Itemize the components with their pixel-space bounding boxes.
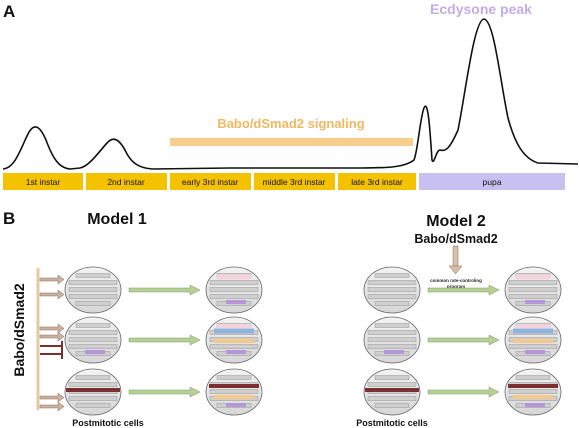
model1-source-cell-row2-chromatin-bar [68, 344, 118, 349]
model2-source-cell-row3-chromatin-bar [374, 403, 410, 408]
model1-target-cell-row1-mark-1 [217, 274, 251, 280]
model2-target-cell-row2-mark-3 [513, 339, 553, 343]
model2-source-cell-row1-chromatin-bar [374, 273, 410, 278]
model1-progression-arrow-row2 [128, 334, 201, 346]
model1-source-cell-row3-chromatin-bar [75, 403, 111, 408]
model1-target-cell-row3-chromatin-bar [216, 375, 252, 380]
stage-label-1: 1st instar [26, 177, 61, 187]
signaling-label: Babo/dSmad2 signaling [217, 116, 364, 131]
model1-inhibition-marks [40, 341, 63, 359]
model2-title: Model 2 [426, 213, 486, 230]
panel-b-letter: B [3, 209, 15, 228]
stage-bar-5 [338, 173, 416, 190]
model2-target-cell-row2-chromatin-bar [508, 344, 558, 349]
model2-target-cell-row3-chromatin-bar [515, 375, 551, 380]
model2-target-cell-row1-chromatin-bar [508, 294, 558, 299]
model1-target-cell-row1-mark-2 [226, 300, 246, 304]
model1-source-cell-row3-mark-1 [66, 388, 120, 392]
model1-target-cell-row2-mark-4 [226, 350, 246, 354]
stage-bar-4 [254, 173, 335, 190]
model2-target-cell-row2-mark-2 [513, 328, 553, 334]
model1-caption: Postmitotic cells [72, 418, 144, 428]
model2-target-cell-row2-mark-1 [516, 324, 550, 328]
stage-bar-pupa [419, 173, 565, 190]
stage-label-pupa: pupa [483, 177, 502, 187]
model2-target-cell-row2-mark-4 [525, 350, 545, 354]
model2-target-cell-row3-chromatin-bar [508, 389, 558, 394]
model2-progression-arrow-row3 [427, 386, 500, 398]
model1-source-cell-row1-chromatin-bar [68, 280, 118, 285]
model2-source-cell-row2-chromatin-bar [367, 337, 417, 342]
panel-a-letter: A [3, 2, 15, 21]
model1-target-cell-row1-chromatin-bar [209, 294, 259, 299]
model2-source-cell-row3-mark-1 [365, 388, 419, 392]
model1-source-cell-row3-chromatin-bar [75, 375, 111, 380]
model2-target-cell-row1-chromatin-bar [508, 280, 558, 285]
model1-target-cell-row2-mark-1 [217, 324, 251, 328]
stage-bars: 1st instar 2nd instar early 3rd instar m… [3, 173, 565, 190]
model1-target-cell-row3-chromatin-bar [209, 389, 259, 394]
model1-source-cell-row2-chromatin-bar [75, 323, 111, 328]
model1-target-cell-row2-chromatin-bar [209, 344, 259, 349]
model2-subtitle: Babo/dSmad2 [414, 232, 497, 246]
model1-target-cell-row2-mark-3 [214, 339, 254, 343]
model2-target-cell-row3-mark-3 [525, 403, 545, 407]
model1-source-cell-row3-chromatin-bar [68, 396, 118, 401]
model2-source-cell-row2-chromatin-bar [374, 323, 410, 328]
model1-source-cell-row2-chromatin-bar [68, 337, 118, 342]
model2-source-cell-row2-chromatin-bar [367, 330, 417, 335]
model2-source-cell-row1-chromatin-bar [367, 287, 417, 292]
model2-source-cell-row1-chromatin-bar [367, 280, 417, 285]
model1-source-cell-row1-chromatin-bar [75, 273, 111, 278]
model2-source-cell-row2-chromatin-bar [367, 344, 417, 349]
model2-source-cell-row1-chromatin-bar [374, 301, 410, 306]
ecdysone-curve [2, 18, 579, 170]
stage-label-4: middle 3rd instar [263, 177, 326, 187]
model2-source-cell-row3-chromatin-bar [367, 396, 417, 401]
model2-target-cell-row3-mark-2 [513, 395, 553, 399]
stage-label-3: early 3rd instar [182, 177, 238, 187]
model2-progression-arrow-row2 [427, 334, 500, 346]
stage-bar-3 [170, 173, 251, 190]
model2-source-cell-row1-chromatin-bar [367, 294, 417, 299]
model1-source-cell-row3-chromatin-bar [68, 382, 118, 387]
model1-target-cell-row3-mark-1 [209, 384, 259, 388]
model1-progression-arrow-row3 [128, 386, 201, 398]
model1-progression-arrow-row1 [128, 284, 201, 296]
model1-source-cell-row2-mark-1 [85, 350, 105, 354]
model1-target-cell-row2-mark-2 [214, 328, 254, 334]
model1-source-cell-row1-chromatin-bar [68, 287, 118, 292]
model2-target-cell-row1-mark-1 [516, 274, 550, 280]
model1-target-cell-row3-mark-2 [214, 395, 254, 399]
model1-source-cell-row1-chromatin-bar [75, 301, 111, 306]
ecdysone-peak-label: Ecdysone peak [430, 1, 532, 17]
model2-target-cell-row1-mark-2 [525, 300, 545, 304]
model1-target-cell-row1-chromatin-bar [209, 287, 259, 292]
signaling-bar [170, 138, 413, 146]
stage-label-5: late 3rd instar [351, 177, 403, 187]
model1-source-cell-row1-chromatin-bar [68, 294, 118, 299]
model1-input-arrows [39, 274, 65, 412]
program-label-line2: program [447, 284, 465, 289]
model1-title: Model 1 [87, 211, 147, 228]
stage-bar-2 [86, 173, 167, 190]
model2-source-cell-row3-chromatin-bar [374, 375, 410, 380]
model1-source-cell-row2-chromatin-bar [68, 330, 118, 335]
model2-target-cell-row1-chromatin-bar [508, 287, 558, 292]
program-label-line1: common rate-controling [430, 278, 482, 283]
model2-source-cell-row3-chromatin-bar [367, 382, 417, 387]
model2-progression-arrow-row1 [427, 284, 500, 296]
model2-caption: Postmitotic cells [356, 418, 428, 428]
model2-down-arrow [448, 245, 463, 275]
model1-side-label: Babo/dSmad2 [11, 283, 27, 377]
model1-target-cell-row1-chromatin-bar [209, 280, 259, 285]
stage-bar-1 [3, 173, 83, 190]
model1-target-cell-row3-mark-3 [226, 403, 246, 407]
model2-target-cell-row3-mark-1 [508, 384, 558, 388]
stage-label-2: 2nd instar [107, 177, 144, 187]
cells-group [64, 266, 562, 416]
model2-source-cell-row2-mark-1 [384, 350, 404, 354]
